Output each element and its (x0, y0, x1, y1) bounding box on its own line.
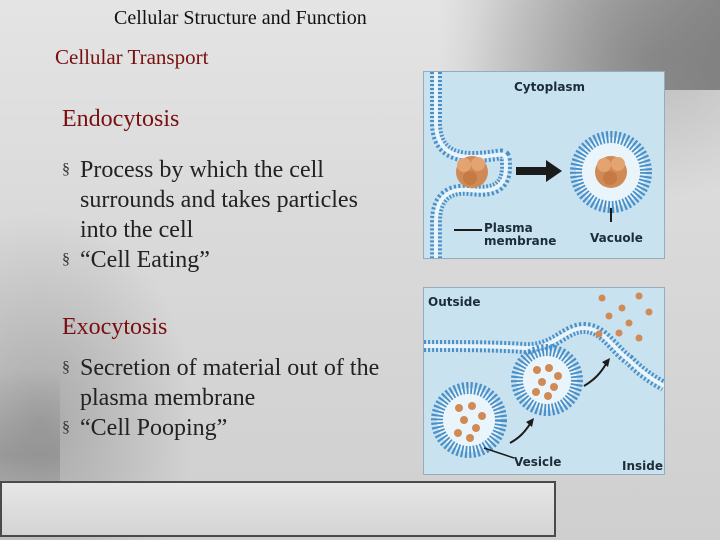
outside-label: Outside (428, 295, 481, 309)
exocytosis-diagram (424, 292, 664, 459)
square-bullet-icon: § (62, 251, 70, 268)
square-bullet-icon: § (62, 161, 70, 178)
bullet-text: “Cell Pooping” (80, 415, 228, 441)
plasma-membrane-label: Plasma membrane (484, 221, 557, 248)
bullet-text: Process by which the cell surrounds and … (80, 157, 358, 243)
vesicle-particles (532, 364, 562, 400)
bullet-list-exocytosis: § Secretion of material out of the plasm… (62, 353, 392, 443)
footer-box (0, 481, 556, 537)
section-heading-endocytosis: Endocytosis (62, 106, 180, 132)
particle-right (595, 156, 627, 188)
cytoplasm-label: Cytoplasm (514, 80, 586, 94)
square-bullet-icon: § (62, 359, 70, 376)
arrow-head-icon (526, 418, 534, 427)
section-heading-exocytosis: Exocytosis (62, 314, 168, 340)
vesicle-particles (454, 402, 486, 442)
particle-left (456, 156, 488, 188)
bullet-text: “Cell Eating” (80, 247, 210, 273)
curved-arrow-icon (509, 423, 531, 444)
slide-header-title: Cellular Structure and Function (114, 7, 367, 29)
bullet-item: § Secretion of material out of the plasm… (62, 353, 392, 413)
arrow-head-icon (602, 358, 610, 367)
vacuole-label: Vacuole (590, 231, 643, 245)
bullet-text: Secretion of material out of the plasma … (80, 355, 380, 411)
slide-subtitle: Cellular Transport (55, 45, 209, 69)
membrane-core (434, 72, 509, 258)
secreted-particles (595, 292, 653, 342)
endocytosis-figure: Cytoplasm Plasma membrane Vacuole (423, 71, 665, 259)
membrane-core (424, 325, 664, 388)
fusing-vesicle-shape (511, 344, 583, 416)
inside-label: Inside (622, 459, 663, 473)
right-arrow-icon (516, 160, 562, 182)
bullet-item: § Process by which the cell surrounds an… (62, 155, 392, 245)
vesicle-pointer (483, 447, 515, 459)
vesicle-shape (431, 382, 507, 458)
curved-arrow-icon (583, 363, 607, 387)
endocytosis-diagram (430, 72, 652, 258)
exocytosis-figure: Outside Vesicle Inside (423, 287, 665, 475)
bullet-item: § “Cell Eating” (62, 245, 392, 275)
vesicle-label: Vesicle (514, 455, 562, 469)
bullet-item: § “Cell Pooping” (62, 413, 392, 443)
bullet-list-endocytosis: § Process by which the cell surrounds an… (62, 155, 392, 275)
square-bullet-icon: § (62, 419, 70, 436)
